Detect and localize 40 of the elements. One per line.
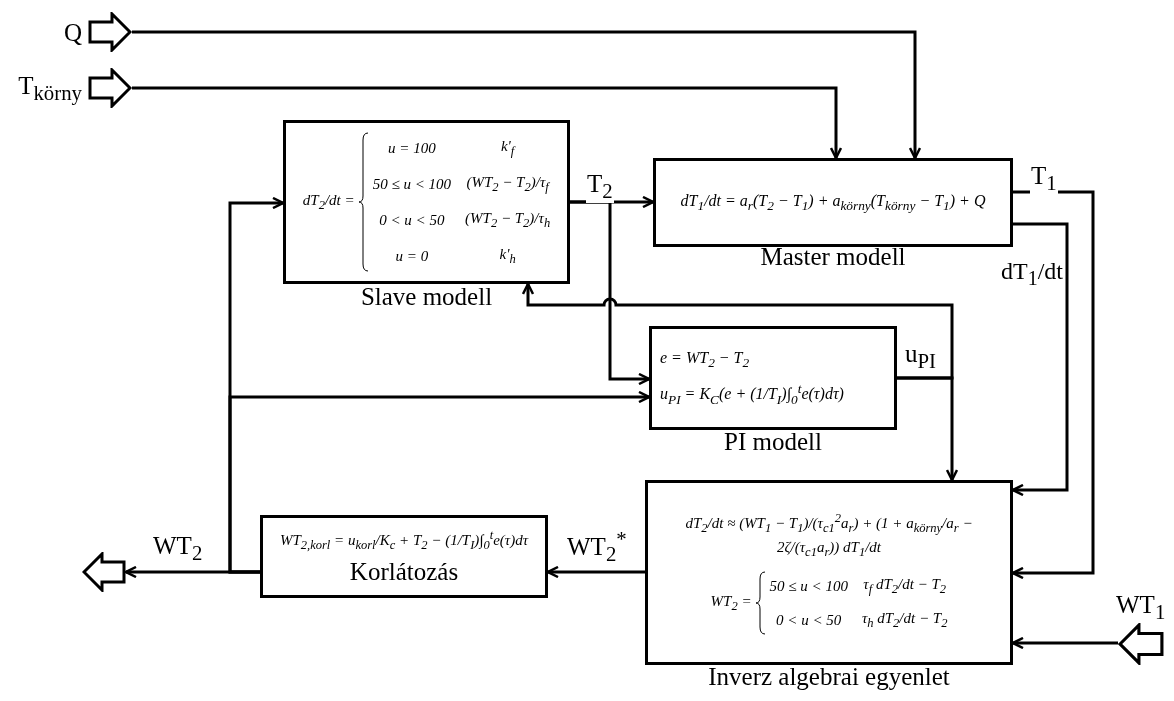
equation-text: k'$_{h}$ [499,244,516,268]
equation-text: 0 < u < 50 [776,610,842,630]
block-arrow [82,552,126,592]
connector-arrow [228,390,651,574]
equation-text: (WT$_{2}$ − T$_{2}$)/τ$_{h}$ [465,209,551,232]
block-caption: Slave modell [360,283,493,311]
equation-text: u = 100 [388,139,436,159]
connector-arrow [897,376,959,482]
signal-label: WT$_{1}$ [1116,592,1166,623]
connector-arrow [132,86,843,160]
equation-text: dT$_{1}$/dt = a$_{r}$(T$_{2}$ − T$_{1}$) + a$_{körny}$(T$_{körny}$ − T$_{1}$) + Q [680,190,986,216]
connector-arrow [1011,222,1069,497]
equation-text: WT$_{2}$ = [710,591,752,615]
block-caption: Korlátozás [349,558,459,586]
equation-text: (WT$_{2}$ − T$_{2}$)/τ$_{f}$ [466,173,549,196]
signal-label: Q [63,19,82,45]
connector-arrow [1011,190,1095,580]
connector-arrow [546,565,645,579]
equation-text: 50 ≤ u < 100 [372,174,452,194]
equation-text: k'$_{f}$ [500,137,515,161]
connector-arrow [1011,636,1118,650]
equation-text: u = 0 [395,246,429,266]
equation-text: dT$_{2}$/dt = [302,191,355,214]
signal-label: T$_{körny}$ [18,72,82,104]
equation-text: τ$_{f}$ dT$_{2}$/dt − T$_{2}$ [863,575,947,598]
equation-text: dT$_{2}$/dt ≈ (WT$_{1}$ − T$_{1}$)/(τ$_{c1}$$^{2}$a$_{r}$) + (1 + a$_{körny}$/a$_{r}$ − 2ζ/(τ$_{c1}$a$_{r}$)) dT$_{1}$/dt [684,510,974,561]
model-block [260,515,548,598]
equation-text: u$_{PI}$ = K$_{C}$(e + (1/T$_{I}$)∫$_{0}$$^{t}$e(τ)dτ) [660,380,844,409]
block-caption: Master modell [760,243,906,271]
block-caption: PI modell [724,428,822,456]
equation-text: WT$_{2,korl}$ = u$_{korl}$/K$_{c}$ + T$_{2}$ − (1/T$_{I}$)∫$_{0}$$^{t}$e(τ)dτ [279,527,529,555]
block-caption: Inverz algebrai egyenlet [708,663,950,691]
equation-text: 50 ≤ u < 100 [769,576,848,596]
equation-text: e = WT$_{2}$ − T$_{2}$ [660,348,750,373]
block-arrow [1118,623,1164,665]
connector-arrow [132,30,922,160]
equation-text: τ$_{h}$ dT$_{2}$/dt − T$_{2}$ [861,608,948,632]
connector-arrow [521,282,954,380]
equation-text: 0 < u < 50 [379,210,445,230]
connector-arrow [570,200,651,386]
